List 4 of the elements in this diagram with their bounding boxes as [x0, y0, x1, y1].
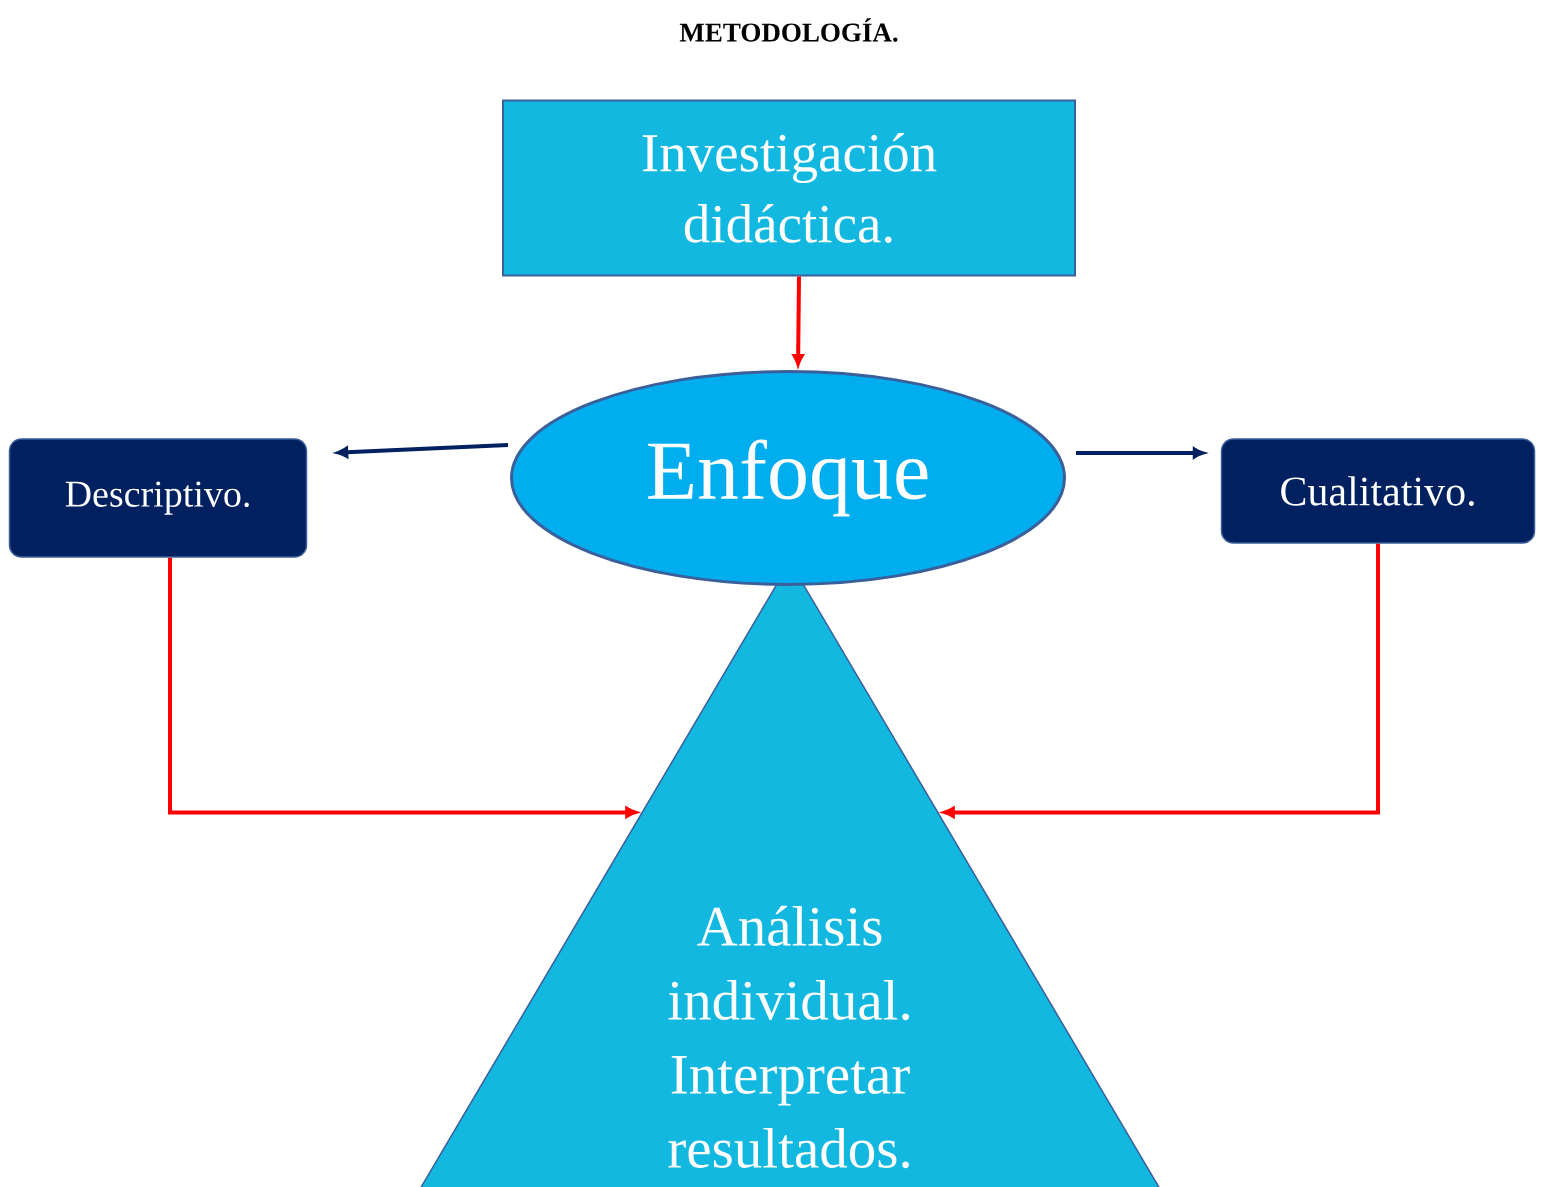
rounded-box: Cualitativo. — [1220, 438, 1536, 544]
rounded-box: Descriptivo. — [8, 438, 308, 558]
title: METODOLOGÍA. — [679, 18, 898, 42]
process-box: Investigación didáctica. — [502, 99, 1076, 277]
